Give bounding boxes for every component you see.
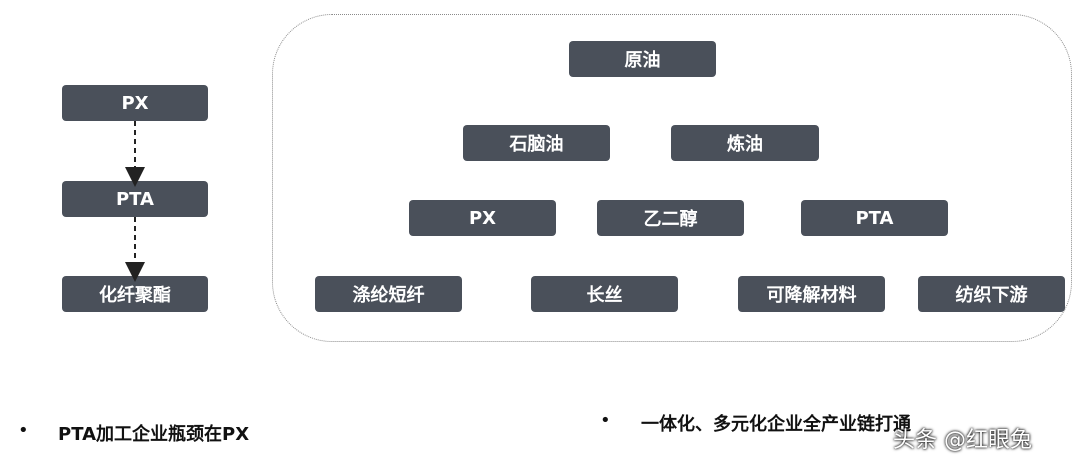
bullet-dot-right: • (600, 410, 611, 431)
node-crude-oil: 原油 (569, 41, 716, 77)
bullet-dot-left: • (18, 420, 29, 441)
industry-chain-frame (272, 14, 1072, 342)
node-filament: 长丝 (531, 276, 678, 312)
node-textile-downstream: 纺织下游 (918, 276, 1065, 312)
bullet-left: PTA加工企业瓶颈在PX (58, 424, 250, 445)
node-pta-left: PTA (62, 181, 208, 217)
node-naphtha: 石脑油 (463, 125, 610, 161)
node-biodegradable: 可降解材料 (738, 276, 885, 312)
node-meg: 乙二醇 (597, 200, 744, 236)
node-px-right: PX (409, 200, 556, 236)
node-polyester: 化纤聚酯 (62, 276, 208, 312)
node-staple-fiber: 涤纶短纤 (315, 276, 462, 312)
bullet-right: 一体化、多元化企业全产业链打通 (641, 414, 911, 435)
watermark: 头条 @红眼兔 (893, 428, 1032, 453)
node-pta-right: PTA (801, 200, 948, 236)
node-px-left: PX (62, 85, 208, 121)
node-refining: 炼油 (671, 125, 819, 161)
